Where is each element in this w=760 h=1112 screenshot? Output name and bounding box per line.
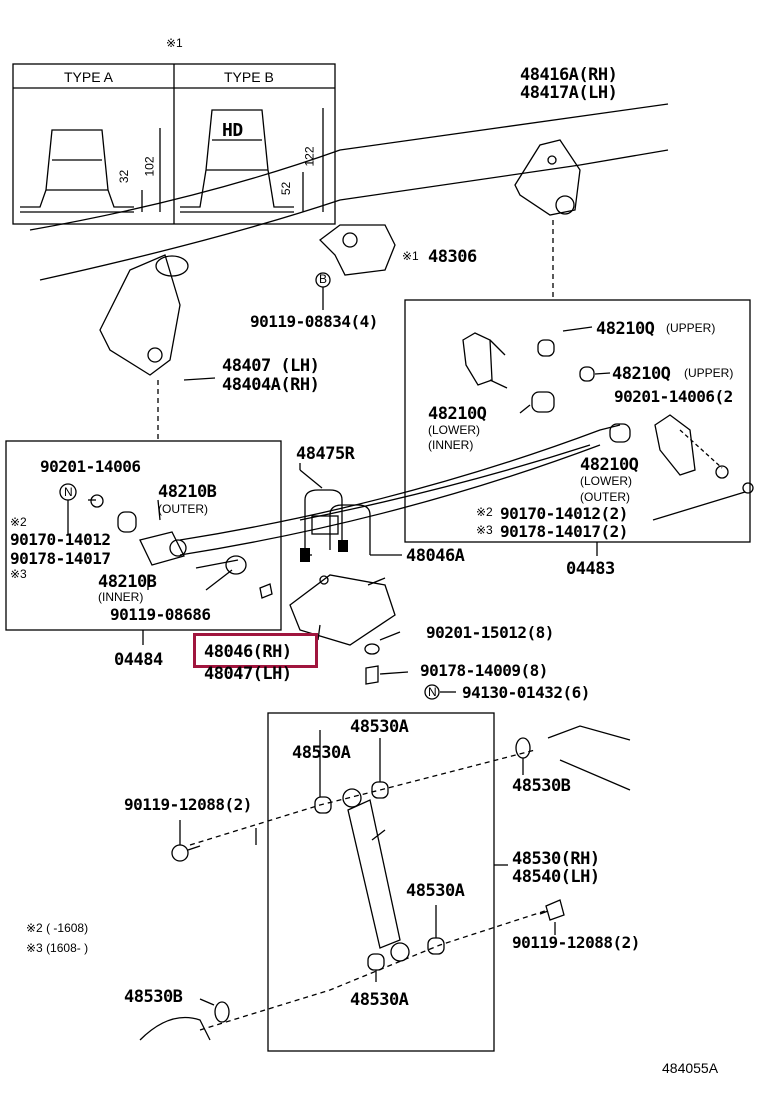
part-90119-08834[interactable]: 90119-08834(4)	[250, 312, 378, 331]
part-48540-lh[interactable]: 48540(LH)	[512, 867, 600, 887]
footnote-3: ※3 (1608- )	[26, 941, 89, 955]
part-48404a-rh[interactable]: 48404A(RH)	[222, 375, 320, 395]
part-48210b-outer-note: (OUTER)	[158, 502, 208, 516]
part-90119-08686[interactable]: 90119-08686	[110, 605, 211, 624]
part-48530-rh[interactable]: 48530(RH)	[512, 849, 600, 869]
part-48530a-left[interactable]: 48530A	[292, 743, 351, 763]
part-48530a-top[interactable]: 48530A	[350, 717, 409, 737]
part-48416a-rh[interactable]: 48416A(RH)	[520, 65, 618, 85]
part-48210q-lower-outer[interactable]: 48210Q	[580, 455, 639, 475]
part-48407-lh[interactable]: 48407 (LH)	[222, 356, 320, 376]
part-48210b-outer[interactable]: 48210B	[158, 482, 217, 502]
part-04483[interactable]: 04483	[566, 559, 615, 579]
diagram-id: 484055A	[662, 1060, 719, 1076]
part-90119-12088-right[interactable]: 90119-12088(2)	[512, 933, 640, 952]
mark2-left: ※2	[10, 515, 27, 529]
part-48530b-bottom[interactable]: 48530B	[124, 987, 183, 1007]
part-04484[interactable]: 04484	[114, 650, 163, 670]
part-90201-14006-right[interactable]: 90201-14006(2	[614, 387, 733, 406]
part-48047-lh[interactable]: 48047(LH)	[204, 664, 292, 684]
part-48417a-lh[interactable]: 48417A(LH)	[520, 83, 618, 103]
type-table	[12, 63, 336, 225]
n-mark-right: N	[428, 685, 437, 699]
part-48210b-inner-note: (INNER)	[98, 590, 144, 604]
type-b-dim-52: 52	[279, 181, 294, 196]
mark3-left: ※3	[10, 567, 27, 581]
part-48475r[interactable]: 48475R	[296, 444, 355, 464]
part-48046-rh[interactable]: 48046(RH)	[204, 642, 292, 662]
part-90170-14012-left[interactable]: 90170-14012	[10, 530, 111, 549]
part-48210q-lower-inner-note2: (INNER)	[428, 438, 474, 452]
part-48046a[interactable]: 48046A	[406, 546, 465, 566]
part-48210q-lower-inner-note1: (LOWER)	[428, 423, 480, 437]
part-48530a-mid[interactable]: 48530A	[406, 881, 465, 901]
type-b-hd-mark: HD	[222, 120, 243, 141]
part-48530a-bottom[interactable]: 48530A	[350, 990, 409, 1010]
note1-mark: ※1	[166, 36, 183, 50]
highlight-box-48046	[193, 633, 318, 668]
part-48306[interactable]: 48306	[428, 247, 477, 267]
part-48210q-lower-outer-note2: (OUTER)	[580, 490, 630, 504]
bolt-b-mark: B	[319, 272, 328, 286]
mark3-right: ※3	[476, 523, 493, 537]
part-90201-15012[interactable]: 90201-15012(8)	[426, 623, 554, 642]
type-b-header: TYPE B	[224, 69, 274, 85]
part-48210q-lower-inner[interactable]: 48210Q	[428, 404, 487, 424]
part-48210b-inner[interactable]: 48210B	[98, 572, 157, 592]
type-a-dim-32: 32	[117, 169, 132, 184]
part-48210q-lower-outer-note1: (LOWER)	[580, 474, 632, 488]
n-mark-left: N	[64, 485, 73, 499]
part-90119-12088-left[interactable]: 90119-12088(2)	[124, 795, 252, 814]
mark-48306: ※1	[402, 249, 419, 263]
part-48210q-upper-2-note: (UPPER)	[684, 366, 734, 380]
type-a-dim-102: 102	[142, 156, 157, 177]
part-90178-14009[interactable]: 90178-14009(8)	[420, 661, 548, 680]
part-48210q-upper-1[interactable]: 48210Q	[596, 319, 655, 339]
type-a-header: TYPE A	[64, 69, 114, 85]
mark2-right: ※2	[476, 505, 493, 519]
part-48210q-upper-2[interactable]: 48210Q	[612, 364, 671, 384]
part-48210q-upper-1-note: (UPPER)	[666, 321, 716, 335]
footnote-2: ※2 ( -1608)	[26, 921, 89, 935]
part-90178-14017-right[interactable]: 90178-14017(2)	[500, 522, 628, 541]
part-48530b-top[interactable]: 48530B	[512, 776, 571, 796]
part-90201-14006-left[interactable]: 90201-14006	[40, 457, 141, 476]
part-90178-14017-left[interactable]: 90178-14017	[10, 549, 111, 568]
part-90170-14012-right[interactable]: 90170-14012(2)	[500, 504, 628, 523]
part-94130-01432[interactable]: 94130-01432(6)	[462, 683, 590, 702]
type-b-dim-122: 122	[302, 146, 317, 167]
